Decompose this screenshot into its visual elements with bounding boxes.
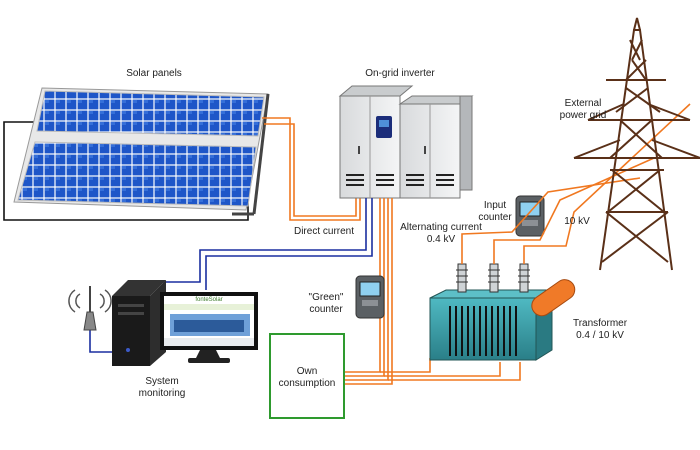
own-consumption-label-2: consumption	[278, 378, 336, 389]
power-tower	[573, 17, 700, 271]
data-lines	[89, 198, 373, 353]
external-grid-label-2: power grid	[559, 110, 607, 121]
monitoring-computer	[112, 280, 258, 366]
transformer-label-2: 0.4 / 10 kV	[576, 330, 624, 341]
alternating-current-label-1: Alternating current	[400, 222, 482, 233]
system-monitoring-label-1: System	[145, 376, 179, 387]
panel-ground-wire	[3, 121, 249, 221]
own-consumption-box	[269, 333, 345, 419]
kv10-label: 10 kV	[564, 216, 590, 227]
input-counter-label-2: counter	[478, 212, 512, 223]
green-counter-label-2: counter	[309, 304, 343, 315]
system-monitoring-label-2: monitoring	[138, 388, 186, 399]
solar-panels	[13, 87, 270, 216]
green-counter	[355, 275, 385, 319]
alternating-current-label-2: 0.4 kV	[426, 234, 456, 245]
transformer-label-1: Transformer	[572, 318, 628, 329]
green-counter-label-1: "Green"	[308, 292, 344, 303]
solar-panels-label: Solar panels	[126, 68, 182, 79]
inverter-label: On-grid inverter	[365, 68, 435, 79]
transformer	[429, 263, 576, 361]
own-consumption-label-1: Own	[296, 366, 318, 377]
external-grid-label-1: External	[564, 98, 602, 109]
direct-current-label: Direct current	[293, 226, 354, 237]
input-counter-label-1: Input	[483, 200, 507, 211]
dc-lines	[262, 117, 361, 221]
hv-lines	[461, 103, 691, 264]
monitor-brand-label: fonteSolar	[195, 297, 223, 303]
ac-lines	[344, 198, 521, 385]
antenna	[68, 286, 112, 331]
on-grid-inverter	[338, 85, 474, 199]
